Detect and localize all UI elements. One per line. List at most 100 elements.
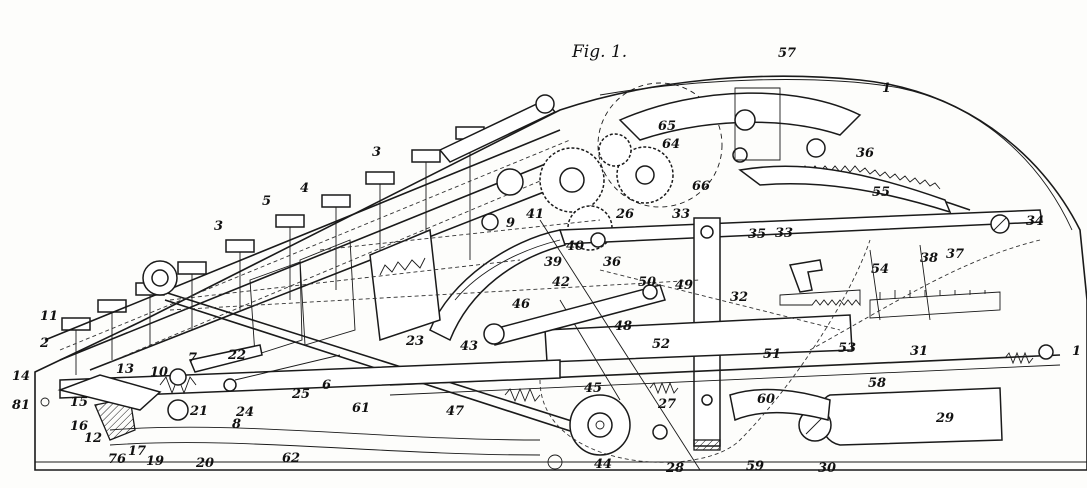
lever-48-pivot xyxy=(483,323,505,345)
label-65: 65 xyxy=(658,119,676,134)
pawl-32 xyxy=(788,259,823,293)
label-23: 23 xyxy=(405,334,424,349)
plate-6 xyxy=(249,261,303,356)
label-21: 21 xyxy=(189,404,208,419)
upper-pivot xyxy=(734,109,756,131)
figure-labels: Fig. 1. 57 1 65 64 66 36 55 34 3 4 5 3 9… xyxy=(12,42,1081,476)
label-57: 57 xyxy=(778,46,796,61)
plate-23-teeth xyxy=(379,257,426,276)
pulley-44-pin xyxy=(595,420,605,430)
label-33-right: 33 xyxy=(775,226,793,241)
label-44: 44 xyxy=(594,457,612,472)
upright-base xyxy=(693,439,721,451)
label-58: 58 xyxy=(868,376,886,391)
feed-roller-hub xyxy=(151,269,169,287)
curved-guide-inner xyxy=(454,239,561,301)
pivot-9 xyxy=(481,213,499,231)
key-bed-dashes xyxy=(59,139,591,363)
label-14: 14 xyxy=(12,369,30,384)
label-47: 47 xyxy=(446,404,464,419)
label-35: 35 xyxy=(748,227,766,242)
rod-31-lower xyxy=(389,364,1061,396)
label-25: 25 xyxy=(291,387,310,402)
lever-60 xyxy=(729,388,831,422)
label-45: 45 xyxy=(584,381,602,396)
curved-guide-42 xyxy=(429,229,566,342)
label-60: 60 xyxy=(757,392,775,407)
label-50: 50 xyxy=(638,275,656,290)
label-41: 41 xyxy=(526,207,544,222)
plate-23 xyxy=(369,228,441,342)
lever-48-end xyxy=(642,284,658,300)
label-81: 81 xyxy=(12,398,30,413)
lever-54 xyxy=(869,244,931,321)
pulley-44-hub xyxy=(587,412,613,438)
label-9: 9 xyxy=(506,216,515,231)
label-5: 5 xyxy=(262,194,271,209)
label-39: 39 xyxy=(544,255,562,270)
dash-arc-right xyxy=(809,239,1041,351)
label-53: 53 xyxy=(838,341,856,356)
comb-54 xyxy=(869,290,1001,319)
label-19: 19 xyxy=(146,454,164,469)
label-31: 31 xyxy=(910,344,928,359)
label-30: 30 xyxy=(818,461,836,476)
plate-5 xyxy=(299,239,356,346)
label-12: 12 xyxy=(84,431,102,446)
upright-screw-top xyxy=(700,225,714,239)
screw-1 xyxy=(1038,344,1054,360)
label-32: 32 xyxy=(730,290,748,305)
upper-small-pivot xyxy=(732,147,748,163)
label-13: 13 xyxy=(116,362,134,377)
label-27: 27 xyxy=(657,397,676,412)
label-1-top: 1 xyxy=(882,81,891,96)
label-36-mid: 36 xyxy=(603,255,621,270)
spring-27 xyxy=(649,381,679,395)
screw-34-slot xyxy=(993,217,1007,231)
label-24: 24 xyxy=(235,405,254,420)
label-26: 26 xyxy=(615,207,634,222)
label-43: 43 xyxy=(460,339,478,354)
casing-outline xyxy=(34,75,1087,471)
pawl-pivot xyxy=(806,138,826,158)
label-1-right: 1 xyxy=(1072,344,1081,359)
arm-46 xyxy=(539,219,701,471)
label-10: 10 xyxy=(150,365,168,380)
label-22: 22 xyxy=(227,348,246,363)
spring-right xyxy=(1004,351,1034,365)
label-48: 48 xyxy=(614,319,632,334)
label-29: 29 xyxy=(935,411,954,426)
ratchet-plate xyxy=(779,289,861,307)
pivot-10 xyxy=(169,368,187,386)
label-20: 20 xyxy=(195,456,214,471)
label-46: 46 xyxy=(512,297,530,312)
label-76: 76 xyxy=(108,452,126,467)
spring-45 xyxy=(504,387,541,403)
arm-47 xyxy=(157,289,601,431)
bar-29 xyxy=(819,387,1003,446)
label-17: 17 xyxy=(128,444,146,459)
upright-screw-mid xyxy=(701,394,713,406)
label-6: 6 xyxy=(322,378,331,393)
label-8: 8 xyxy=(232,417,241,432)
label-49: 49 xyxy=(675,278,693,293)
label-36-top: 36 xyxy=(856,146,874,161)
label-66: 66 xyxy=(692,179,710,194)
lever-22 xyxy=(188,344,263,373)
label-55: 55 xyxy=(872,185,890,200)
dashed-arc-lower xyxy=(539,239,871,463)
label-37: 37 xyxy=(946,247,964,262)
curve-62 xyxy=(109,426,541,441)
label-28: 28 xyxy=(665,461,684,476)
upper-bracket xyxy=(734,87,781,161)
pivot-24 xyxy=(223,378,237,392)
label-15: 15 xyxy=(70,395,88,410)
frame-61 xyxy=(59,359,561,399)
label-52: 52 xyxy=(652,337,670,352)
label-11: 11 xyxy=(40,309,58,324)
key-bed-frame xyxy=(44,129,601,371)
label-4: 4 xyxy=(300,181,309,196)
rack-arm xyxy=(738,165,952,214)
lever-25 xyxy=(234,354,341,381)
